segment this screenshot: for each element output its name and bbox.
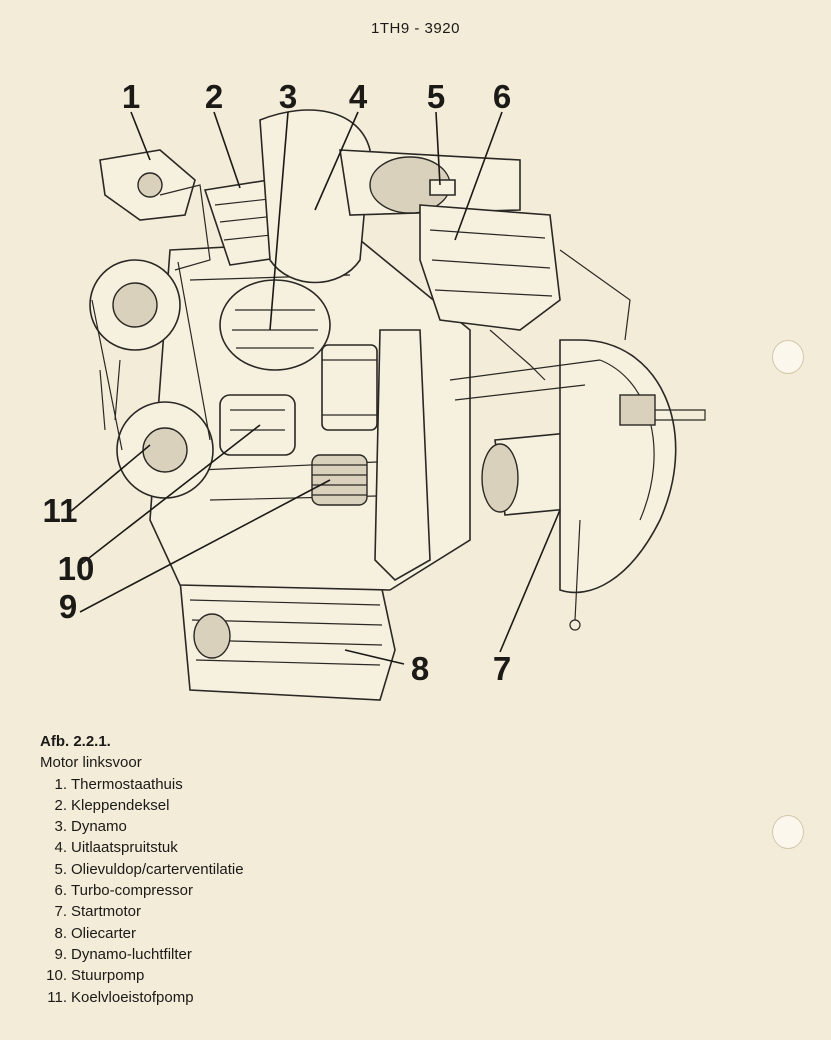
legend-item: 2.Kleppendeksel [54,796,170,814]
callout-2: 2 [205,78,223,115]
legend-item: 11.Koelvloeistofpomp [47,988,194,1006]
page-code: 1TH9 - 3920 [371,20,460,37]
legend-item: 7.Startmotor [54,903,142,921]
engine-drawing [89,109,706,701]
legend-item: 6.Turbo-compressor [54,882,193,900]
callout-6: 6 [493,78,511,115]
legend-item: 9.Dynamo-luchtfilter [54,945,192,963]
figure-title: Motor linksvoor [40,754,142,772]
legend-item: 3.Dynamo [54,818,127,836]
leader-lines [69,111,561,665]
callout-5: 5 [427,78,445,115]
legend-item: 5.Olievuldop/carterventilatie [54,860,244,878]
engine-illustration: 1 2 3 4 5 6 7 8 9 10 11 [43,78,706,701]
figure-number: Afb. 2.2.1. [40,733,111,750]
callout-9: 9 [59,588,77,625]
legend-item: 8.Oliecarter [54,924,137,942]
callout-11: 11 [43,492,78,529]
callout-7: 7 [493,650,511,687]
legend-list: 1.Thermostaathuis 2.Kleppendeksel 3.Dyna… [40,774,320,1008]
callout-4: 4 [349,78,368,115]
legend-item: 4.Uitlaatspruitstuk [54,839,178,857]
callout-3: 3 [279,78,297,115]
legend-item: 10.Stuurpomp [46,967,145,985]
legend-item: 1.Thermostaathuis [54,775,183,793]
figure-caption: Afb. 2.2.1. Motor linksvoor 1.Thermostaa… [40,731,320,1008]
callout-10: 10 [58,550,95,587]
punch-hole-top [772,340,804,374]
punch-hole-bottom [772,815,804,849]
callout-1: 1 [122,78,140,115]
callout-numbers: 1 2 3 4 5 6 7 8 9 10 11 [43,78,512,687]
callout-8: 8 [411,650,429,687]
